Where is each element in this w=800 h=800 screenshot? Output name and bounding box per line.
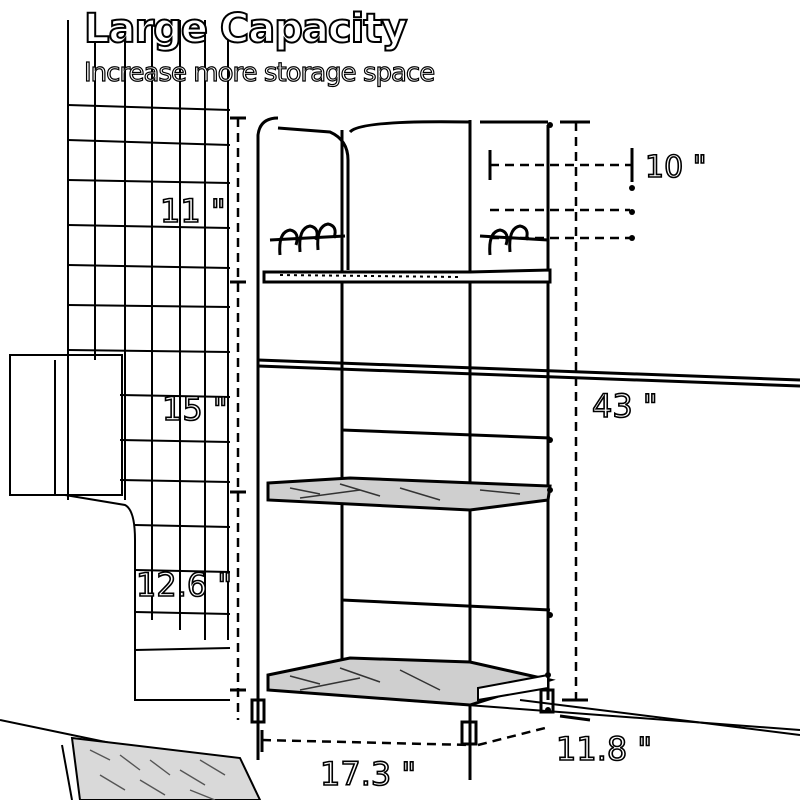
dimension-width: 17.3 ": [319, 754, 417, 794]
dimension-depth: 11.8 ": [555, 729, 653, 769]
dimension-top-shelf: 11 ": [159, 191, 226, 231]
tile-wall: [67, 20, 231, 640]
screw-holes: [545, 122, 635, 713]
shelf-middle: [266, 476, 552, 512]
page-title: Large Capacity: [83, 5, 408, 53]
shelf-bottom: [266, 656, 556, 707]
page-subtitle: Increase more storage space: [83, 57, 435, 88]
hook-rack: [269, 222, 549, 256]
dimension-total-height: 43 ": [591, 386, 658, 426]
dimension-middle-shelf: 15 ": [161, 389, 228, 429]
dimension-bottom-shelf: 12.6 ": [135, 565, 233, 605]
dimension-ticks: [230, 116, 634, 752]
dimension-lines: [236, 118, 632, 747]
shelf-top: [262, 268, 552, 284]
floor-rug: [70, 736, 262, 800]
dimension-hook-depth: 10 ": [644, 149, 707, 186]
